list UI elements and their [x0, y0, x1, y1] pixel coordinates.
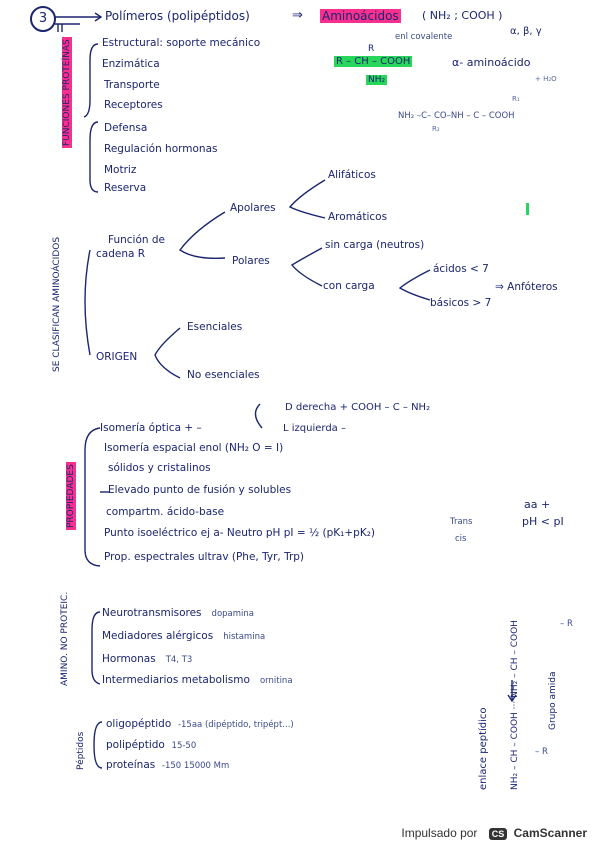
class-anfoteros: ⇒ Anfóteros [495, 281, 558, 293]
properties-label: PROPIEDADES [66, 462, 76, 530]
function-item: Reserva [104, 182, 147, 194]
class-cadena: cadena R [96, 248, 146, 260]
enlace-label: enlace peptídico [478, 707, 489, 790]
peptide-item: polipéptido 15-50 [106, 739, 197, 751]
footer-brand: CamScanner [513, 826, 587, 840]
nonprotein-item: Mediadores alérgicos histamina [102, 630, 266, 642]
prop-ph-pi: pH < pI [522, 515, 564, 528]
class-acidos: ácidos < 7 [433, 263, 489, 275]
section-number: 3 [30, 6, 56, 32]
function-item: Regulación hormonas [104, 143, 218, 155]
prop-isomeria-espacial: Isomería espacial enol (NH₂ O = I) [104, 442, 284, 454]
aa-r2: R₂ [432, 125, 440, 133]
footer-impulsado: Impulsado por [401, 826, 478, 840]
function-item: Receptores [104, 99, 163, 111]
class-origen: ORIGEN [96, 351, 138, 363]
aa-nh2: NH₂ [366, 75, 388, 85]
camscanner-logo-icon: CS [488, 828, 508, 840]
class-no-esenciales: No esenciales [187, 369, 260, 381]
nonprotein-item: Hormonas T4, T3 [102, 653, 193, 665]
nonprotein-item: Neurotransmisores dopamina [102, 607, 254, 619]
prop-acido-base: compartm. ácido-base [106, 506, 225, 518]
prop-isomeria-optica: Isomería óptica + – [100, 422, 202, 434]
heading-greek: α, β, γ [510, 26, 542, 37]
class-con-carga: con carga [323, 280, 375, 292]
enlace-r1: – R [535, 747, 548, 757]
enlace-grupo: Grupo amida [548, 671, 558, 730]
aa-main: R – CH – COOH [334, 56, 413, 67]
aa-r: R [368, 44, 375, 54]
class-aromaticos: Aromáticos [328, 211, 388, 223]
peptides-label: Péptidos [76, 731, 86, 770]
class-alifaticos: Alifáticos [328, 169, 376, 181]
heading-aminoacidos: Aminoácidos [320, 9, 401, 23]
prop-aa-plus: aa + [524, 498, 551, 511]
class-sin-carga: sin carga (neutros) [325, 239, 425, 251]
prop-l-izquierda: L izquierda – [283, 423, 346, 434]
class-polares: Polares [232, 255, 270, 267]
prop-d-derecha: D derecha + COOH – C – NH₂ [285, 402, 431, 413]
function-item: Estructural: soporte mecánico [102, 37, 261, 49]
function-item: Transporte [104, 79, 160, 91]
function-item: Enzimática [102, 58, 160, 70]
class-apolares: Apolares [230, 202, 276, 214]
peptide-item: oligopéptido -15aa (dipéptido, tripépt..… [106, 718, 294, 730]
prop-isoelectrico: Punto isoeléctrico ej a- Neutro pH pI = … [104, 527, 376, 539]
heading-formula: ( NH₂ ; COOH ) [422, 9, 503, 22]
green-mark [526, 203, 529, 215]
heading-arrow: ⇒ [292, 8, 303, 23]
class-esenciales: Esenciales [187, 321, 243, 333]
nonprotein-label: AMINO. NO PROTEIC. [60, 591, 70, 686]
enlace-formula: NH₂ – CH – COOH ··· NH₂ – CH – COOH [510, 620, 520, 790]
class-funcion: Función de [108, 234, 166, 246]
aa-r1: R₁ [512, 95, 520, 103]
prop-cis: cis [455, 534, 467, 544]
function-item: Defensa [104, 122, 148, 134]
prop-trans: Trans [450, 517, 473, 527]
prop-fusion: Elevado punto de fusión y solubles [108, 484, 292, 496]
footer: Impulsado por CS CamScanner [401, 826, 587, 840]
prop-solidos: sólidos y cristalinos [108, 462, 211, 474]
heading-polimeros: Polímeros (polipéptidos) [105, 9, 250, 23]
functions-label: FUNCIONES PROTEÍNAS [62, 37, 72, 148]
function-item: Motriz [104, 164, 137, 176]
class-basicos: básicos > 7 [430, 297, 492, 309]
enlace-r2: – R [560, 619, 573, 629]
aa-peptide: NH₂ –C– CO–NH – C – COOH [398, 111, 515, 121]
prop-espectrales: Prop. espectrales ultrav (Phe, Tyr, Trp) [104, 551, 305, 563]
peptide-item: proteínas -150 15000 Mm [106, 759, 230, 771]
classification-label: SE CLASIFICAN AMINOÁCIDOS [52, 236, 62, 372]
aa-alpha: α- aminoácido [452, 56, 531, 69]
aa-h2o: + H₂O [535, 75, 557, 83]
heading-enl: enl covalente [395, 32, 453, 42]
nonprotein-item: Intermediarios metabolismo ornitina [102, 674, 293, 686]
